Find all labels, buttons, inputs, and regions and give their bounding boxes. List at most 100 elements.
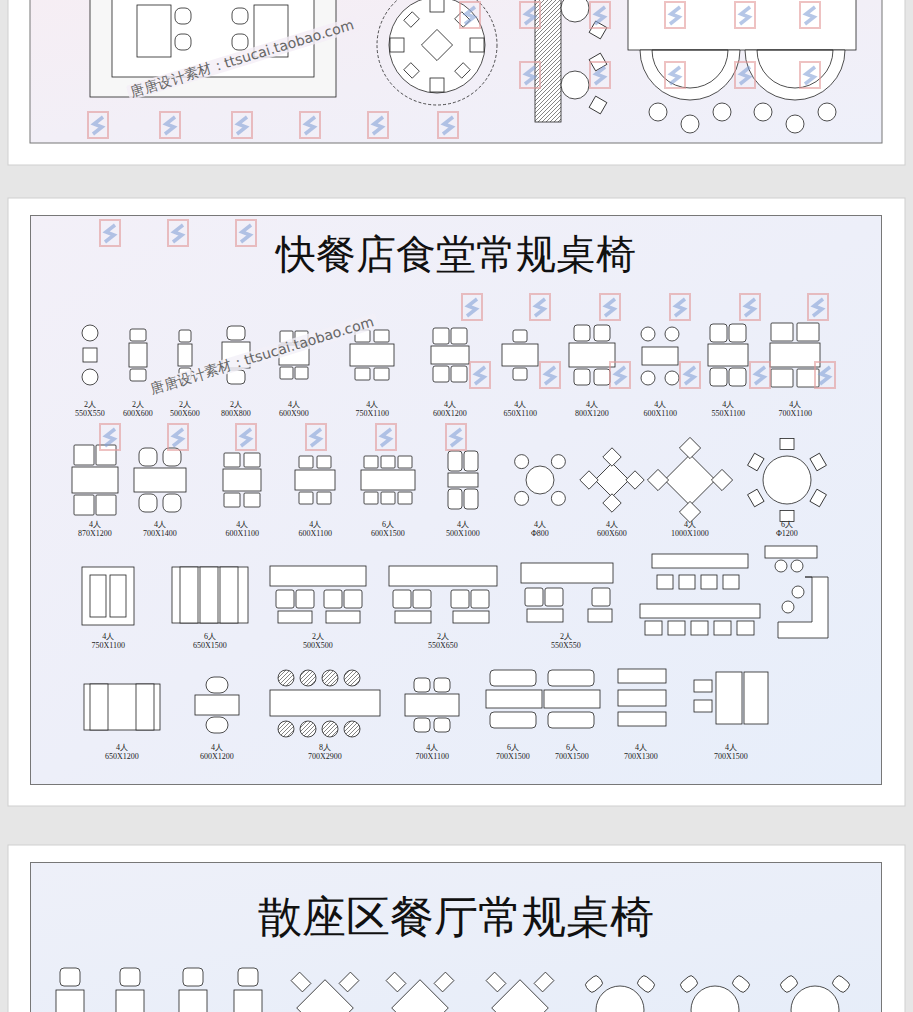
furniture-part bbox=[544, 690, 600, 708]
furniture-part bbox=[324, 590, 342, 608]
dimension-label: 8人 700X2900 bbox=[308, 744, 342, 762]
furniture-part bbox=[716, 672, 742, 724]
furniture-part bbox=[278, 721, 294, 737]
logo-watermark bbox=[460, 2, 480, 28]
logo-frame bbox=[168, 424, 188, 450]
furniture-part bbox=[139, 448, 157, 466]
furniture-part bbox=[433, 366, 449, 382]
logo-mark bbox=[241, 429, 251, 446]
logo-mark bbox=[311, 429, 321, 446]
logo-mark bbox=[237, 117, 247, 134]
furniture-part bbox=[569, 343, 615, 367]
logo-watermark bbox=[815, 362, 835, 388]
furniture-part bbox=[220, 567, 238, 623]
furniture-part bbox=[84, 684, 160, 730]
furniture-part bbox=[594, 369, 610, 385]
furniture-part bbox=[490, 670, 536, 686]
logo-watermark bbox=[600, 294, 620, 320]
furniture-part bbox=[83, 348, 97, 362]
dimension-label: 4人 700X1100 bbox=[416, 744, 449, 762]
furniture-part bbox=[744, 672, 768, 724]
logo-mark bbox=[165, 117, 175, 134]
furniture-part bbox=[521, 563, 613, 583]
logo-watermark bbox=[300, 112, 320, 138]
furniture-part bbox=[270, 566, 366, 586]
logo-frame bbox=[735, 62, 755, 88]
furniture-part bbox=[179, 330, 191, 342]
furniture-part bbox=[551, 455, 565, 469]
furniture-part bbox=[745, 50, 845, 100]
dimension-label: 4人 700X1400 bbox=[143, 521, 177, 539]
furniture-part bbox=[748, 489, 765, 507]
furniture-part bbox=[224, 453, 240, 467]
furniture-part bbox=[206, 717, 228, 733]
logo-frame bbox=[100, 424, 120, 450]
furniture-part bbox=[129, 343, 147, 367]
dimension-label: 4人 600X1200 bbox=[200, 744, 234, 762]
logo-mark bbox=[805, 7, 815, 24]
furniture-part bbox=[691, 621, 708, 635]
furniture-part bbox=[748, 453, 765, 471]
logo-frame bbox=[530, 294, 550, 320]
furniture-part bbox=[681, 115, 699, 133]
furniture-part bbox=[645, 621, 662, 635]
furniture-part bbox=[404, 63, 420, 79]
logo-frame bbox=[750, 362, 770, 388]
furniture-part bbox=[708, 344, 748, 366]
furniture-part bbox=[754, 103, 772, 121]
furniture-part bbox=[451, 366, 467, 382]
furniture-part bbox=[413, 590, 431, 608]
furniture-part bbox=[326, 611, 360, 623]
logo-mark bbox=[305, 117, 315, 134]
logo-watermark bbox=[735, 2, 755, 28]
furniture-part bbox=[453, 611, 489, 623]
furniture-part bbox=[299, 456, 313, 468]
furniture-part bbox=[603, 448, 621, 466]
furniture-part bbox=[701, 575, 717, 589]
logo-mark bbox=[443, 117, 453, 134]
furniture-part bbox=[389, 0, 485, 93]
furniture-part bbox=[339, 972, 359, 992]
furniture-part bbox=[513, 330, 527, 342]
furniture-part bbox=[652, 554, 748, 568]
logo-frame bbox=[740, 294, 760, 320]
furniture-part bbox=[574, 369, 590, 385]
furniture-part bbox=[665, 371, 679, 385]
furniture-part bbox=[278, 670, 294, 686]
furniture-part bbox=[618, 712, 666, 726]
logo-watermark bbox=[236, 424, 256, 450]
furniture-part bbox=[60, 968, 80, 986]
logo-frame bbox=[368, 112, 388, 138]
furniture-part bbox=[364, 456, 378, 468]
furniture-part bbox=[771, 369, 793, 387]
dimension-label: 2人 550X550 bbox=[75, 401, 105, 419]
furniture-part bbox=[710, 368, 727, 386]
furniture-part bbox=[232, 34, 248, 50]
furniture-part bbox=[175, 34, 191, 50]
dimension-label: 6人 650X1500 bbox=[193, 633, 227, 651]
logo-mark bbox=[595, 7, 605, 24]
furniture-part bbox=[515, 455, 529, 469]
furniture-part bbox=[234, 990, 262, 1012]
logo-frame bbox=[600, 294, 620, 320]
furniture-part bbox=[421, 29, 452, 60]
logo-frame bbox=[160, 112, 180, 138]
furniture-part bbox=[640, 604, 760, 618]
furniture-part bbox=[430, 78, 444, 92]
furniture-part bbox=[618, 690, 666, 706]
furniture-part bbox=[116, 990, 144, 1012]
furniture-part bbox=[779, 974, 799, 993]
furniture-part bbox=[322, 721, 338, 737]
furniture-part bbox=[679, 575, 695, 589]
dimension-label: 4人 700X1500 bbox=[714, 744, 748, 762]
logo-watermark bbox=[160, 112, 180, 138]
logo-mark bbox=[373, 117, 383, 134]
furniture-part bbox=[561, 0, 589, 22]
logo-mark bbox=[675, 299, 685, 316]
furniture-part bbox=[300, 670, 316, 686]
logo-watermark bbox=[236, 220, 256, 246]
furniture-part bbox=[818, 103, 836, 121]
furniture-part bbox=[810, 489, 827, 507]
furniture-part bbox=[296, 590, 314, 608]
furniture-part bbox=[433, 328, 449, 344]
